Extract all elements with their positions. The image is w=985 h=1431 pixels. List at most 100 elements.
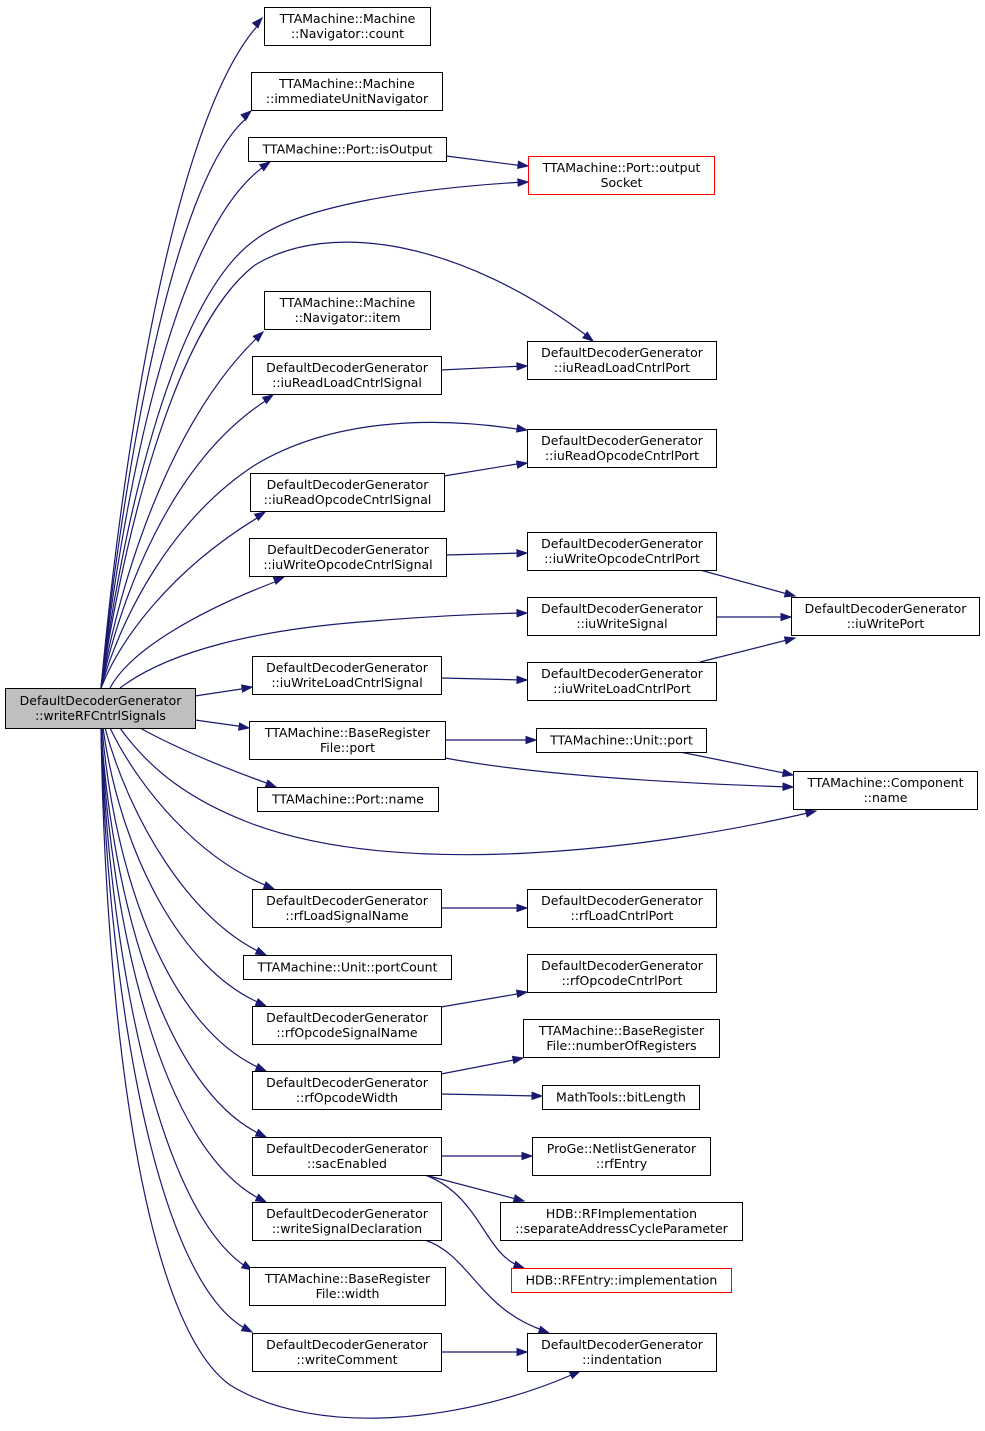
node-box — [532, 1137, 711, 1176]
node-label: DefaultDecoderGenerator — [541, 601, 704, 616]
edge-rf_ls_name-to-rf_lc_port — [441, 903, 529, 913]
node-unit-port[interactable]: TTAMachine::Unit::port — [536, 728, 707, 753]
node-label: MathTools::bitLength — [556, 1090, 686, 1105]
node-iu-rl-port[interactable]: DefaultDecoderGenerator::iuReadLoadCntrl… — [527, 341, 717, 380]
edge-root-to-is_output — [100, 161, 272, 689]
edge-root-to-write_sig_decl — [100, 727, 268, 1203]
node-label: TTAMachine::Unit::portCount — [257, 960, 438, 975]
node-box — [252, 1137, 442, 1176]
node-sep-addr[interactable]: HDB::RFImplementation::separateAddressCy… — [500, 1202, 743, 1241]
edge-sac_enabled-to-rf_entry — [441, 1151, 534, 1161]
arrowhead — [253, 511, 267, 522]
node-write-comment[interactable]: DefaultDecoderGenerator::writeComment — [252, 1333, 442, 1372]
node-rf-entry[interactable]: ProGe::NetlistGenerator::rfEntry — [532, 1137, 711, 1176]
arrowhead — [525, 735, 538, 745]
arrowhead — [516, 1347, 529, 1357]
node-bitlength[interactable]: MathTools::bitLength — [542, 1085, 700, 1110]
node-label: ::iuWriteLoadCntrlPort — [553, 681, 691, 696]
node-iu-wo-port[interactable]: DefaultDecoderGenerator::iuWriteOpcodeCn… — [527, 532, 717, 571]
edge-iu_ro_sig-to-iu_ro_port — [443, 460, 529, 477]
arrowhead — [783, 636, 797, 645]
node-label: ::iuWriteSignal — [576, 616, 667, 631]
node-rf-os-name[interactable]: DefaultDecoderGenerator::rfOpcodeSignalN… — [252, 1006, 442, 1045]
edge-root-to-iu_ro_port — [100, 421, 529, 689]
edge-root-to-nav_item — [100, 330, 265, 689]
node-iu-wo-sig[interactable]: DefaultDecoderGenerator::iuWriteOpcodeCn… — [249, 538, 447, 577]
node-label: ::iuWriteOpcodeCntrlPort — [544, 551, 700, 566]
node-label: DefaultDecoderGenerator — [266, 1337, 429, 1352]
node-label: ::iuReadOpcodeCntrlSignal — [264, 492, 432, 507]
node-label: ::writeComment — [296, 1352, 397, 1367]
node-is-output[interactable]: TTAMachine::Port::isOutput — [248, 137, 447, 162]
node-iu-ro-port[interactable]: DefaultDecoderGenerator::iuReadOpcodeCnt… — [527, 429, 717, 468]
node-box — [793, 771, 978, 810]
node-comp-name[interactable]: TTAMachine::Component::name — [793, 771, 978, 810]
arrowhead — [516, 548, 529, 558]
node-nav-count[interactable]: TTAMachine::Machine::Navigator::count — [264, 7, 431, 46]
node-box — [249, 1267, 446, 1306]
node-label: Socket — [601, 175, 643, 190]
node-label: ::iuReadLoadCntrlPort — [554, 360, 690, 375]
node-label: ::rfLoadSignalName — [285, 908, 409, 923]
node-write-sig-decl[interactable]: DefaultDecoderGenerator::writeSignalDecl… — [252, 1202, 442, 1241]
arrowhead — [240, 684, 254, 693]
node-box — [248, 137, 447, 162]
edge-root-to-iu_rl_port — [100, 241, 595, 689]
node-box — [527, 532, 717, 571]
node-rf-oc-port[interactable]: DefaultDecoderGenerator::rfOpcodeCntrlPo… — [527, 954, 717, 993]
node-iu-rl-sig[interactable]: DefaultDecoderGenerator::iuReadLoadCntrl… — [252, 356, 442, 395]
node-indentation[interactable]: DefaultDecoderGenerator::indentation — [527, 1333, 717, 1372]
node-nav-item[interactable]: TTAMachine::Machine::Navigator::item — [264, 291, 431, 330]
arrowhead — [240, 1323, 254, 1333]
edge-rf_os_name-to-rf_oc_port — [440, 989, 529, 1008]
node-label: ::iuWritePort — [847, 616, 925, 631]
node-iu-w-sig[interactable]: DefaultDecoderGenerator::iuWriteSignal — [527, 597, 717, 636]
node-label: File::width — [316, 1286, 380, 1301]
node-label: ::iuReadLoadCntrlSignal — [272, 375, 422, 390]
node-rf-op-width[interactable]: DefaultDecoderGenerator::rfOpcodeWidth — [252, 1071, 442, 1110]
node-unit-port-count[interactable]: TTAMachine::Unit::portCount — [243, 955, 452, 980]
node-brf-nregs[interactable]: TTAMachine::BaseRegisterFile::numberOfRe… — [523, 1019, 720, 1058]
node-label: DefaultDecoderGenerator — [266, 1010, 429, 1025]
node-iu-wl-sig[interactable]: DefaultDecoderGenerator::iuWriteLoadCntr… — [252, 656, 442, 695]
node-label: File::numberOfRegisters — [546, 1038, 696, 1053]
arrowhead — [516, 608, 529, 618]
node-box — [252, 1202, 442, 1241]
node-label: HDB::RFImplementation — [546, 1206, 697, 1221]
node-label: DefaultDecoderGenerator — [541, 536, 704, 551]
edge-brf_port-to-unit_port — [445, 735, 538, 745]
node-iu-ro-sig[interactable]: DefaultDecoderGenerator::iuReadOpcodeCnt… — [250, 473, 445, 512]
edge-root-to-iu_w_sig — [119, 608, 529, 689]
node-root[interactable]: DefaultDecoderGenerator::writeRFCntrlSig… — [5, 688, 196, 729]
node-sac-enabled[interactable]: DefaultDecoderGenerator::sacEnabled — [252, 1137, 442, 1176]
edge-rf_op_width-to-brf_nregs — [440, 1055, 525, 1075]
arrowhead — [782, 782, 795, 791]
node-box — [249, 538, 447, 577]
arrowhead — [515, 460, 529, 469]
edge-iu_w_sig-to-iu_w_port — [716, 612, 793, 622]
node-port-name[interactable]: TTAMachine::Port::name — [257, 787, 439, 812]
node-label: ::rfOpcodeCntrlPort — [562, 973, 683, 988]
node-iu-w-port[interactable]: DefaultDecoderGenerator::iuWritePort — [791, 597, 980, 636]
arrowhead — [512, 1194, 526, 1203]
node-label: DefaultDecoderGenerator — [541, 1337, 704, 1352]
node-rf-ls-name[interactable]: DefaultDecoderGenerator::rfLoadSignalNam… — [252, 889, 442, 928]
node-label: DefaultDecoderGenerator — [541, 345, 704, 360]
node-label: DefaultDecoderGenerator — [267, 542, 430, 557]
edge-root-to-imm_nav — [100, 110, 253, 689]
arrowhead — [258, 161, 272, 172]
node-iu-wl-port[interactable]: DefaultDecoderGenerator::iuWriteLoadCntr… — [527, 662, 717, 701]
node-label: TTAMachine::BaseRegister — [264, 1271, 431, 1286]
node-imm-nav[interactable]: TTAMachine::Machine::immediateUnitNaviga… — [251, 72, 443, 111]
arrowhead — [512, 1260, 526, 1269]
arrowhead — [516, 903, 529, 913]
node-rf-lc-port[interactable]: DefaultDecoderGenerator::rfLoadCntrlPort — [527, 889, 717, 928]
edge-root-to-iu_wl_sig — [194, 684, 254, 697]
node-box — [500, 1202, 743, 1241]
arrowhead — [254, 997, 268, 1007]
node-label: DefaultDecoderGenerator — [20, 693, 183, 708]
node-rfentry-impl[interactable]: HDB::RFEntry::implementation — [511, 1268, 732, 1293]
